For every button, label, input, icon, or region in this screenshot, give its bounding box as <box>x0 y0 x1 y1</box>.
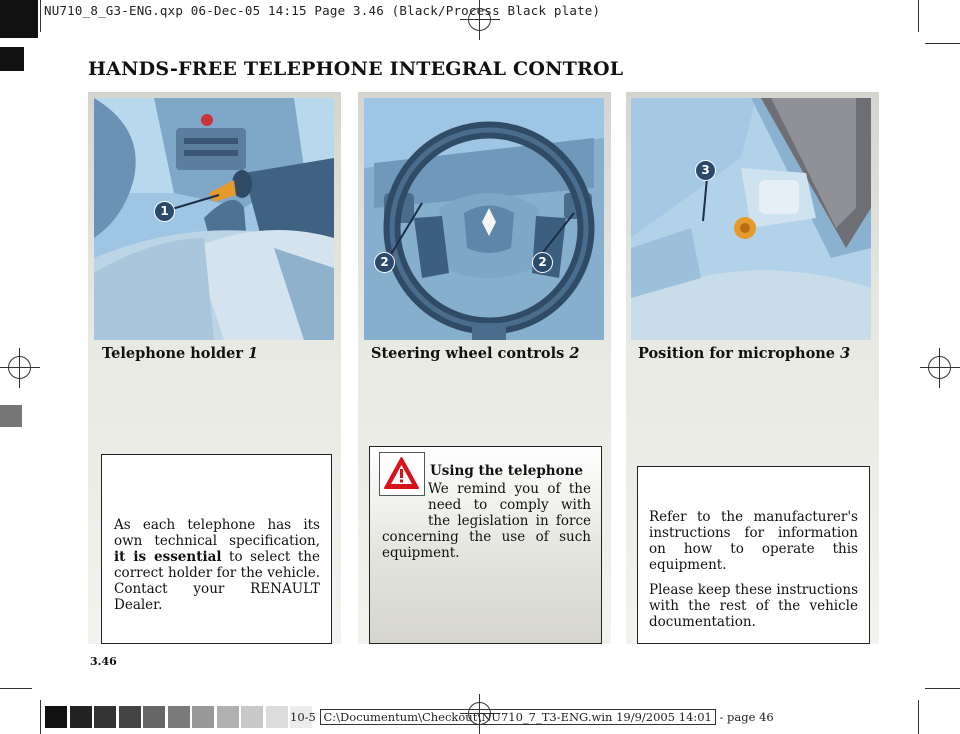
microphone-position-photo: 3 <box>631 98 871 340</box>
crop-block-top-left <box>0 0 38 38</box>
trim-line <box>918 700 919 734</box>
caption-ref: 2 <box>569 345 580 362</box>
warning-text-wrap: We remind you of the need to comply with… <box>382 481 591 561</box>
colour-swatch <box>45 706 67 728</box>
crop-block-left <box>0 47 24 71</box>
colour-swatch <box>118 706 141 728</box>
callout-1: 1 <box>154 201 175 222</box>
caption-text: Steering wheel controls <box>371 345 565 362</box>
microphone-note-paragraph: Refer to the manufacturer's instructions… <box>649 509 858 573</box>
trim-line <box>918 0 919 32</box>
registration-mark-top-icon <box>460 0 500 40</box>
microphone-note-paragraph: Please keep these instructions with the … <box>649 582 858 630</box>
warning-title: Using the telephone <box>430 463 584 479</box>
caption-steering-wheel-controls: Steering wheel controls 2 <box>371 345 579 362</box>
emphasis: it is essential <box>114 549 222 565</box>
telephone-holder-note: As each telephone has its own technical … <box>114 517 320 613</box>
page-title: HANDS-FREE TELEPHONE INTEGRAL CONTROL <box>88 58 624 80</box>
print-header: NU710_8_G3-ENG.qxp 06-Dec-05 14:15 Page … <box>44 3 601 18</box>
grey-block-left <box>0 405 22 427</box>
trim-line <box>0 688 32 689</box>
callout-3: 3 <box>695 160 716 181</box>
caption-text: Telephone holder <box>102 345 243 362</box>
registration-mark-left-icon <box>0 348 40 388</box>
callout-2-left: 2 <box>374 252 395 273</box>
caption-microphone-position: Position for microphone 3 <box>638 345 850 362</box>
footer-path: C:\Documentum\Checkout\NU710_7_T3-ENG.wi… <box>319 709 716 725</box>
colour-swatch <box>69 706 92 728</box>
page-number: 3.46 <box>90 655 117 668</box>
telephone-holder-photo: 1 <box>94 98 334 340</box>
colour-swatch <box>94 706 116 728</box>
colour-swatch <box>192 706 214 728</box>
colour-swatch <box>216 706 239 728</box>
callout-2-right: 2 <box>532 252 553 273</box>
footer: 10-5 C:\Documentum\Checkout\NU710_7_T3-E… <box>290 709 774 725</box>
colour-swatch <box>265 706 288 728</box>
trim-line <box>40 0 41 32</box>
warning-text: We remind you of the need to comply with… <box>382 481 591 561</box>
footer-suffix: - page 46 <box>719 710 774 724</box>
caption-telephone-holder: Telephone holder 1 <box>102 345 258 362</box>
registration-mark-bottom-icon <box>460 694 500 734</box>
colour-swatch <box>143 706 165 728</box>
microphone-note-box: Refer to the manufacturer's instructions… <box>637 466 870 644</box>
colour-swatch <box>167 706 190 728</box>
colour-swatch <box>241 706 263 728</box>
warning-triangle-icon <box>379 452 425 496</box>
trim-line <box>925 43 960 44</box>
caption-ref: 3 <box>840 345 851 362</box>
telephone-warning-box: Using the telephone We remind you of the… <box>369 446 602 644</box>
steering-wheel-photo: 2 2 <box>364 98 604 340</box>
caption-text: Position for microphone <box>638 345 836 362</box>
trim-line <box>925 688 960 689</box>
trim-line <box>40 700 41 734</box>
registration-mark-right-icon <box>920 348 960 388</box>
telephone-holder-note-box: As each telephone has its own technical … <box>101 454 332 644</box>
caption-ref: 1 <box>248 345 259 362</box>
colour-swatch <box>290 706 312 728</box>
footer-prefix: 10-5 <box>290 710 316 724</box>
